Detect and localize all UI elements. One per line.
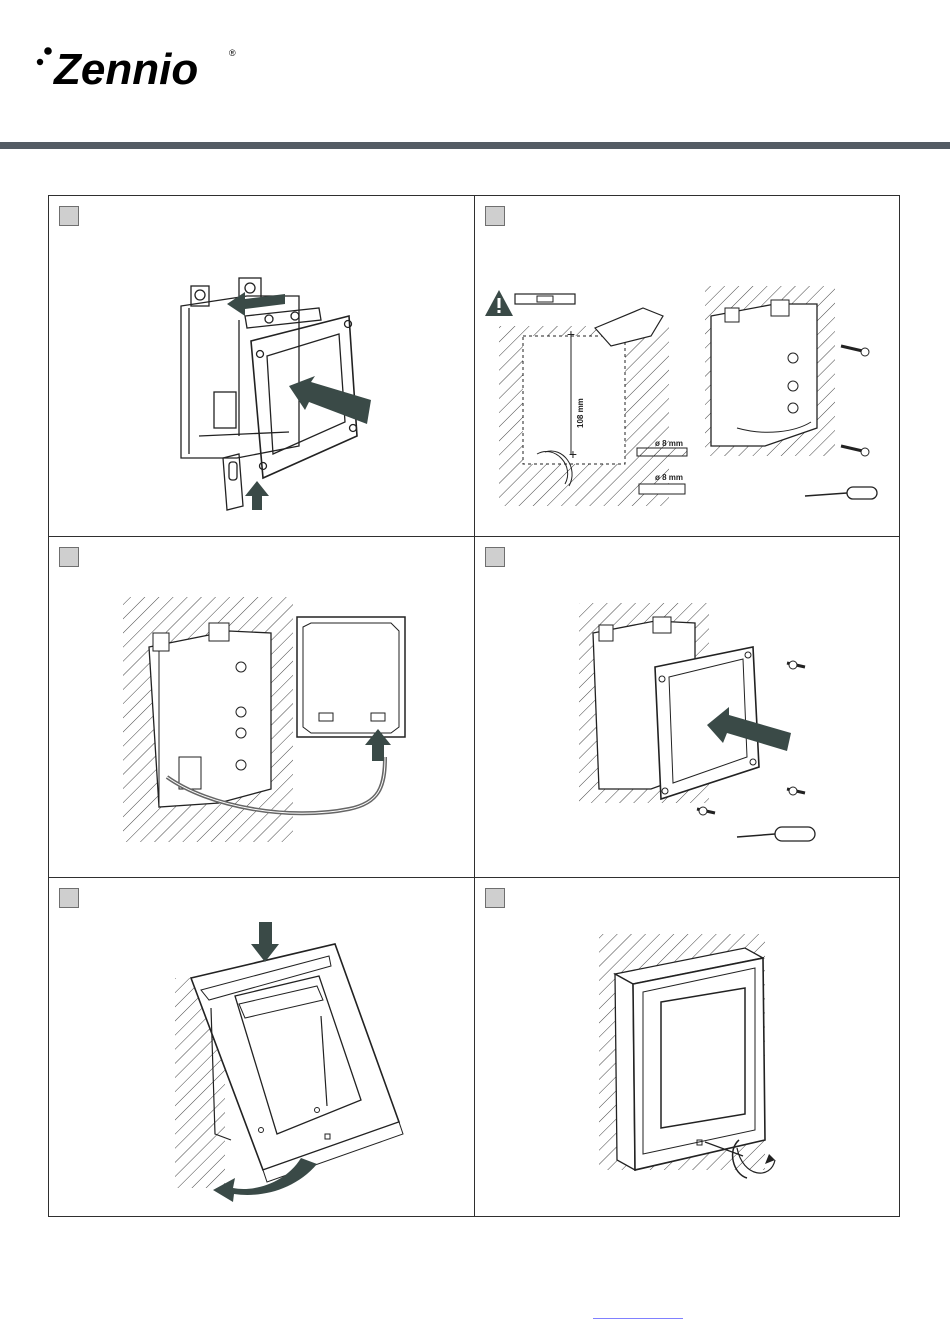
svg-text:+: + <box>567 326 575 342</box>
step-5-panel <box>49 878 475 1218</box>
svg-text:+: + <box>569 446 577 462</box>
footer-link-underline[interactable] <box>593 1318 683 1319</box>
connect-cable-illustration <box>49 537 475 877</box>
brand-name: Zennio <box>52 45 198 94</box>
step-3-panel <box>49 537 475 877</box>
screw-frame-illustration <box>475 537 901 877</box>
header-rule <box>0 142 950 149</box>
plug-size-label: ø 8 mm <box>655 473 683 482</box>
drill-size-label: ø 8 mm <box>655 439 683 448</box>
step-4-panel <box>475 537 901 877</box>
step-2-panel: 108 mm + + ø 8 mm ø 8 mm <box>475 196 901 536</box>
warning-triangle-icon <box>485 290 513 316</box>
step-1-panel <box>49 196 475 536</box>
zennio-logo: Zennio ® <box>32 34 252 94</box>
attach-front-cover-illustration <box>49 878 475 1218</box>
remove-mounting-frame-illustration <box>49 196 475 536</box>
lock-screw-illustration <box>475 878 901 1218</box>
distance-label: 108 mm <box>576 398 585 428</box>
registered-mark: ® <box>229 48 236 58</box>
instruction-grid: 108 mm + + ø 8 mm ø 8 mm <box>48 195 900 1217</box>
wall-box-fixing-illustration: 108 mm + + ø 8 mm ø 8 mm <box>475 196 901 536</box>
step-6-panel <box>475 878 901 1218</box>
